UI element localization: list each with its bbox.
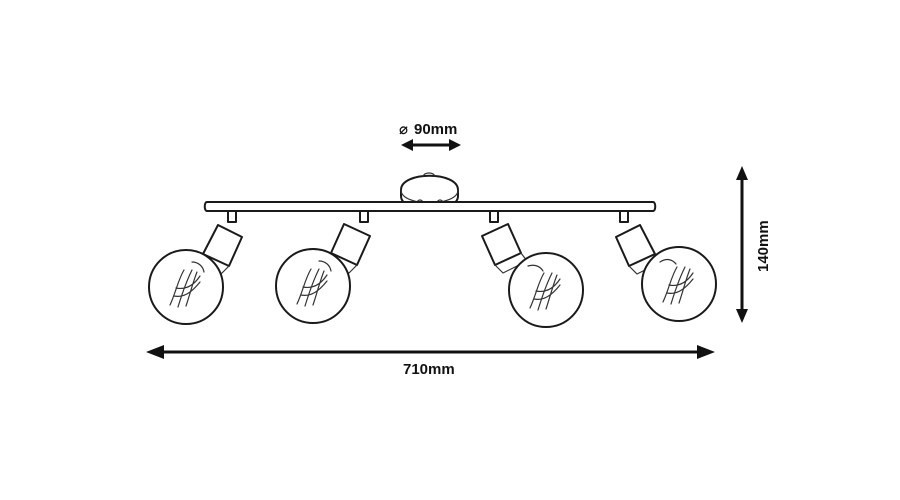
width-label: 710mm: [403, 361, 455, 378]
height-label: 140mm: [755, 220, 772, 272]
height-arrow-top: [736, 166, 748, 180]
spotlight-1: [148, 210, 243, 325]
spotlight-4: [615, 210, 717, 322]
width-dimension: 710mm: [146, 345, 715, 378]
diameter-label: 90mm: [414, 121, 457, 138]
spotlight-3: [481, 210, 584, 328]
diameter-dimension: ⌀ 90mm: [399, 121, 461, 151]
diameter-arrow-right: [449, 139, 461, 151]
height-dimension: 140mm: [736, 166, 772, 323]
spotlight-2: [275, 210, 371, 324]
diameter-arrow-left: [401, 139, 413, 151]
height-arrow-bottom: [736, 309, 748, 323]
mounting-bar: [203, 201, 657, 212]
width-arrow-right: [697, 345, 715, 359]
diameter-symbol: ⌀: [399, 121, 408, 138]
width-arrow-left: [146, 345, 164, 359]
